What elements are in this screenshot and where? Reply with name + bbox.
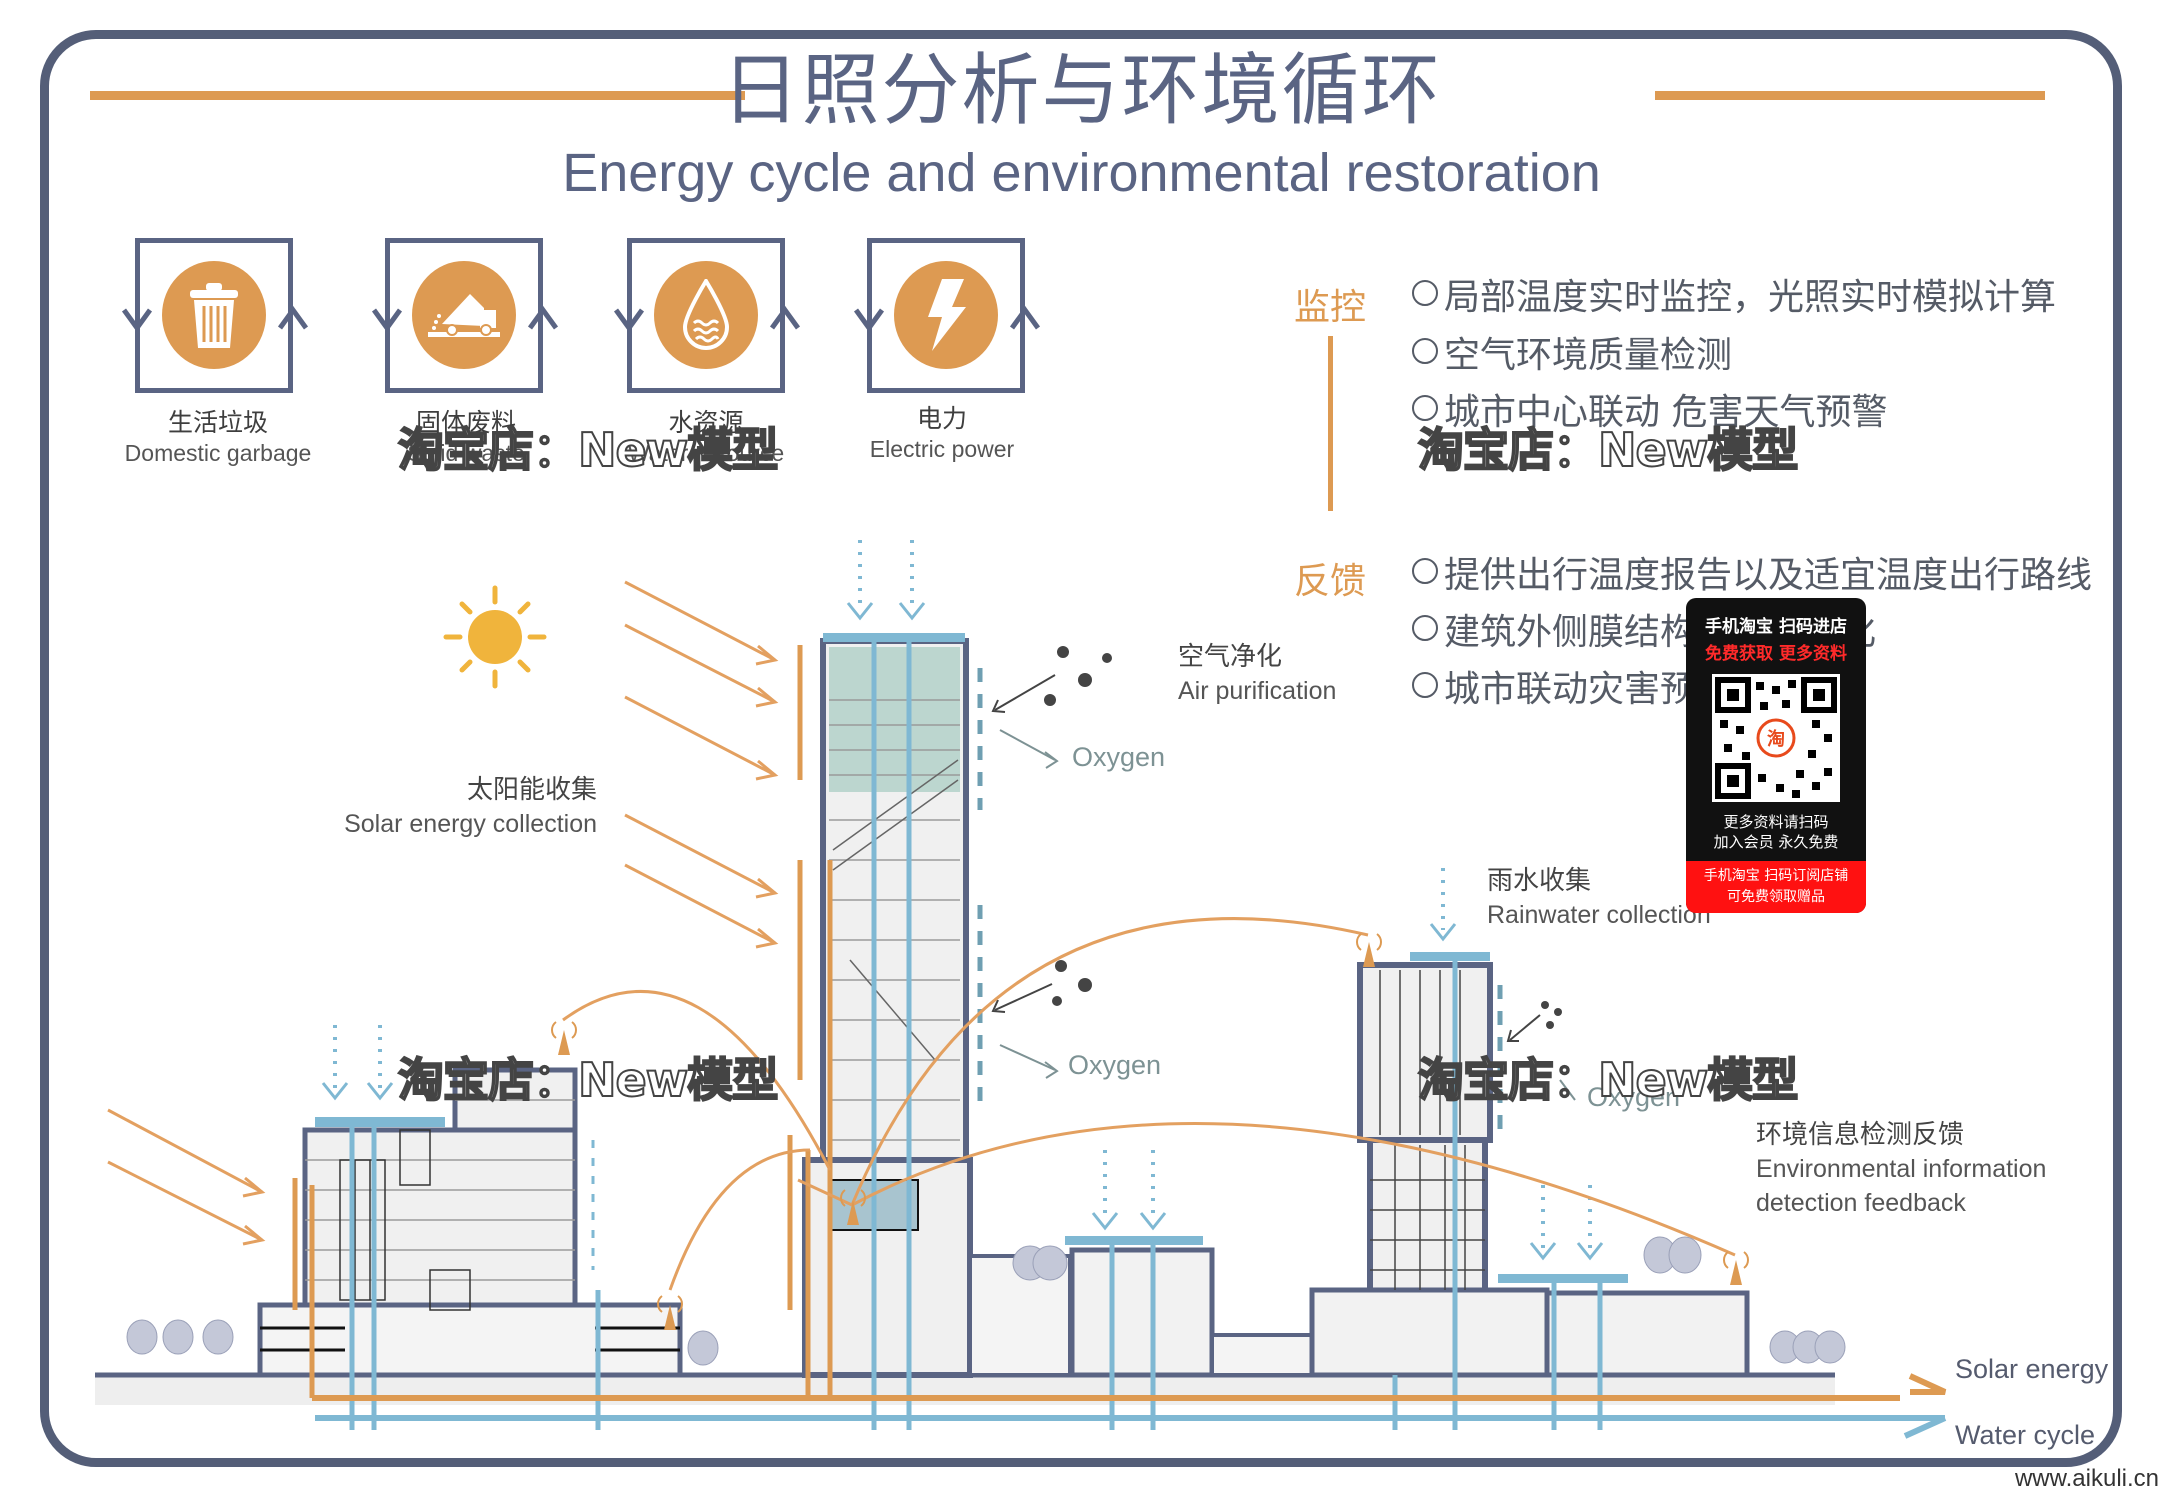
qr-code-icon[interactable]: 淘 xyxy=(1712,674,1840,802)
annotation-env-feedback: 环境信息检测反馈 Environmental information detec… xyxy=(1756,1120,2047,1217)
header-rule-right xyxy=(1655,91,2045,100)
trash-can-icon xyxy=(162,261,266,369)
annotation-solar-collection: 太阳能收集 Solar energy collection xyxy=(344,775,597,838)
energy-conduits xyxy=(309,860,833,1398)
circle-bullet-icon xyxy=(1412,280,1438,306)
monitoring-item: 空气环境质量检测 xyxy=(1412,336,1732,376)
page-title-en: Energy cycle and environmental restorati… xyxy=(562,143,1601,203)
trees xyxy=(126,1236,1846,1366)
resource-card-electric-power xyxy=(867,238,1025,393)
feedback-item: 城市联动灾害预警 xyxy=(1412,670,1732,710)
legend-solar-energy: Solar energy xyxy=(1955,1354,2109,1384)
oxygen-label: Oxygen xyxy=(1068,1050,1162,1080)
resource-label-electric-power: 电力 Electric power xyxy=(869,404,1015,462)
legend-water-cycle: Water cycle xyxy=(1955,1420,2096,1450)
circle-bullet-icon xyxy=(1412,395,1438,421)
annotation-air-purification: 空气净化 Air purification xyxy=(1178,642,1337,705)
sunlight-arrows xyxy=(107,580,779,1246)
outer-frame xyxy=(40,30,2122,1467)
watermark-text: 淘宝店：New模型 xyxy=(1417,422,1799,478)
antenna-icons xyxy=(558,942,1742,1330)
watermark-text: 淘宝店：New模型 xyxy=(397,1052,779,1108)
watermark-text: 淘宝店：New模型 xyxy=(1417,1052,1799,1108)
resource-label-domestic-garbage: 生活垃圾 Domestic garbage xyxy=(124,408,312,466)
pollutant-particles xyxy=(1044,646,1562,1029)
watermark-text: 淘宝店：New模型 xyxy=(397,422,779,478)
sun-icon xyxy=(443,585,547,689)
resource-card-domestic-garbage xyxy=(135,238,293,393)
circle-bullet-icon xyxy=(1412,338,1438,364)
dump-truck-icon xyxy=(412,261,516,369)
circle-bullet-icon xyxy=(1412,615,1438,641)
resource-label-water-resource: 水资源 Water resource xyxy=(627,408,785,466)
annotation-rainwater-collection: 雨水收集 Rainwater collection xyxy=(1487,866,1711,929)
oxygen-label: Oxygen xyxy=(1587,1082,1681,1112)
monitoring-item: 城市中心联动 危害天气预警 xyxy=(1412,393,1887,433)
taobao-badge-icon: 淘 xyxy=(1767,728,1785,750)
water-drop-icon xyxy=(654,261,758,369)
header-rule-left xyxy=(90,91,745,100)
monitoring-item: 局部温度实时监控，光照实时模拟计算 xyxy=(1412,278,2056,318)
monitoring-feedback-connector xyxy=(1328,336,1333,511)
page-title-cn: 日照分析与环境循环 xyxy=(721,46,1442,136)
monitoring-label: 监控 xyxy=(1294,287,1367,328)
middle-podium xyxy=(968,1236,1314,1378)
site-watermark: www.aikuli.cn xyxy=(2014,1465,2159,1492)
right-tower xyxy=(1309,952,1750,1378)
circle-bullet-icon xyxy=(1412,558,1438,584)
lightning-bolt-icon xyxy=(894,261,998,369)
left-building xyxy=(257,1067,683,1378)
signal-arcs xyxy=(562,917,1736,1291)
qr-promo-card[interactable]: 手机淘宝 扫码进店 免费获取 更多资料 淘 更多资料请扫码加入会员 永久免费 手… xyxy=(1686,598,1866,913)
resource-card-solid-waste xyxy=(385,238,543,393)
feedback-label: 反馈 xyxy=(1294,561,1367,602)
oxygen-label: Oxygen xyxy=(1072,742,1166,772)
resource-label-solid-waste: 固体废料 Solid waste xyxy=(407,408,525,466)
feedback-item: 提供出行温度报告以及适宜温度出行路线 xyxy=(1412,556,2092,596)
circle-bullet-icon xyxy=(1412,672,1438,698)
